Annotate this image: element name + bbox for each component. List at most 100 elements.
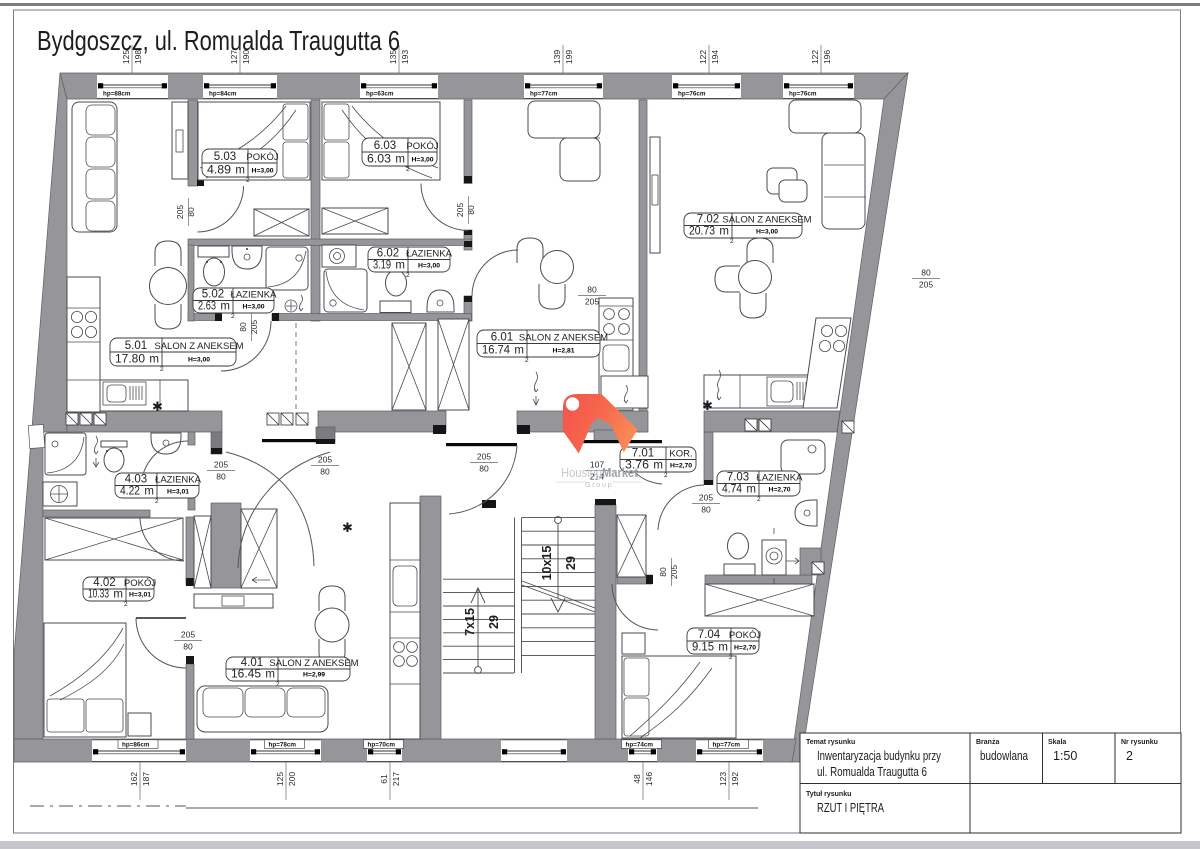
svg-text:POKÓJ: POKÓJ <box>729 630 761 641</box>
svg-text:m: m <box>746 484 756 496</box>
svg-text:budowlana: budowlana <box>980 749 1028 763</box>
svg-text:80: 80 <box>658 567 668 577</box>
svg-text:ŁAZIENKA: ŁAZIENKA <box>406 249 453 260</box>
svg-text:7.04: 7.04 <box>698 629 721 641</box>
svg-text:✱: ✱ <box>702 398 713 413</box>
svg-text:80: 80 <box>479 464 489 474</box>
svg-text:hp=77cm: hp=77cm <box>713 742 741 749</box>
svg-text:m: m <box>265 669 275 681</box>
svg-text:217: 217 <box>391 772 401 786</box>
svg-text:2: 2 <box>757 496 761 503</box>
svg-text:205: 205 <box>455 203 465 217</box>
svg-text:POKÓJ: POKÓJ <box>124 578 156 589</box>
svg-text:5.02: 5.02 <box>202 289 224 301</box>
svg-text:Branża: Branża <box>976 739 999 746</box>
svg-text:61: 61 <box>379 774 389 784</box>
svg-text:200: 200 <box>287 772 297 786</box>
svg-text:SALON Z ANEKSEM: SALON Z ANEKSEM <box>722 215 811 226</box>
svg-text:80: 80 <box>320 467 330 477</box>
svg-text:2: 2 <box>124 601 128 608</box>
svg-text:4.02: 4.02 <box>93 577 115 589</box>
svg-text:hp=63cm: hp=63cm <box>366 90 394 97</box>
svg-text:29: 29 <box>487 615 501 629</box>
svg-text:4.01: 4.01 <box>241 657 263 669</box>
svg-text:192: 192 <box>730 772 740 786</box>
svg-text:hp=88cm: hp=88cm <box>103 90 131 97</box>
svg-text:4.22: 4.22 <box>120 486 140 498</box>
svg-text:2: 2 <box>276 681 280 688</box>
svg-text:SALON Z ANEKSEM: SALON Z ANEKSEM <box>269 658 358 669</box>
svg-text:HousingMarket: HousingMarket <box>561 465 639 480</box>
svg-text:hp=84cm: hp=84cm <box>209 90 237 97</box>
svg-text:7.01: 7.01 <box>632 448 654 460</box>
svg-text:17.80: 17.80 <box>115 354 145 366</box>
svg-text:127: 127 <box>229 50 239 64</box>
svg-text:205: 205 <box>318 455 332 465</box>
svg-text:4.89: 4.89 <box>207 165 231 177</box>
svg-text:H=3,01: H=3,01 <box>167 489 189 496</box>
svg-text:2: 2 <box>231 313 235 320</box>
svg-text:139: 139 <box>552 50 562 64</box>
svg-text:6.03: 6.03 <box>374 140 396 152</box>
svg-text:Inwentaryzacja budynku przy: Inwentaryzacja budynku przy <box>817 749 942 763</box>
svg-text:7.03: 7.03 <box>727 472 749 484</box>
svg-text:10.33: 10.33 <box>88 589 109 601</box>
svg-text:SALON Z ANEKSEM: SALON Z ANEKSEM <box>519 333 608 344</box>
svg-text:205: 205 <box>919 280 933 290</box>
svg-text:205: 205 <box>249 320 259 334</box>
svg-text:H=3,00: H=3,00 <box>756 229 778 236</box>
svg-text:✱: ✱ <box>342 520 353 535</box>
svg-text:✱: ✱ <box>152 399 163 414</box>
svg-text:2: 2 <box>246 177 250 184</box>
svg-text:m: m <box>718 642 728 654</box>
svg-text:m: m <box>395 154 405 166</box>
svg-text:80: 80 <box>701 505 711 515</box>
svg-text:9.15: 9.15 <box>692 642 714 654</box>
svg-text:193: 193 <box>400 50 410 64</box>
svg-text:107: 107 <box>590 460 604 470</box>
svg-text:m: m <box>220 301 230 313</box>
svg-text:4.03: 4.03 <box>125 474 147 486</box>
svg-text:SALON Z ANEKSEM: SALON Z ANEKSEM <box>154 341 243 352</box>
svg-text:hp=86cm: hp=86cm <box>122 742 150 749</box>
svg-text:135: 135 <box>388 50 398 64</box>
svg-text:190: 190 <box>241 50 251 64</box>
svg-text:m: m <box>144 486 154 498</box>
svg-text:6.03: 6.03 <box>367 154 391 166</box>
svg-text:194: 194 <box>710 50 720 64</box>
svg-text:198: 198 <box>133 50 143 64</box>
svg-text:H=3,00: H=3,00 <box>242 304 264 311</box>
svg-text:m: m <box>149 354 159 366</box>
svg-text:m: m <box>395 260 405 272</box>
svg-text:5.01: 5.01 <box>125 340 147 352</box>
svg-text:16.74: 16.74 <box>482 345 511 357</box>
svg-text:80: 80 <box>238 322 248 332</box>
svg-text:H=3,00: H=3,00 <box>188 357 210 364</box>
svg-text:hp=76cm: hp=76cm <box>789 90 817 97</box>
svg-text:m: m <box>514 345 524 357</box>
svg-text:199: 199 <box>564 50 574 64</box>
svg-text:hp=70cm: hp=70cm <box>368 742 396 749</box>
svg-text:H=3,00: H=3,00 <box>418 263 440 270</box>
svg-text:m: m <box>653 460 663 472</box>
svg-text:123: 123 <box>718 772 728 786</box>
svg-text:H=3,00: H=3,00 <box>251 168 273 175</box>
svg-text:80: 80 <box>921 268 931 278</box>
svg-text:hp=74cm: hp=74cm <box>626 742 654 749</box>
svg-text:7x15: 7x15 <box>463 608 477 636</box>
svg-text:RZUT I PIĘTRA: RZUT I PIĘTRA <box>817 801 884 815</box>
svg-text:162: 162 <box>129 772 139 786</box>
svg-text:80: 80 <box>587 285 597 295</box>
svg-text:Nr rysunku: Nr rysunku <box>1121 739 1158 746</box>
svg-text:2: 2 <box>160 366 164 373</box>
svg-text:80: 80 <box>466 205 476 215</box>
svg-text:Skala: Skala <box>1048 739 1066 746</box>
svg-text:ul. Romualda Traugutta 6: ul. Romualda Traugutta 6 <box>817 765 927 779</box>
svg-text:H=2,70: H=2,70 <box>734 645 756 652</box>
svg-text:29: 29 <box>564 556 578 570</box>
svg-text:205: 205 <box>175 205 185 219</box>
svg-text:196: 196 <box>822 50 832 64</box>
svg-text:16.45: 16.45 <box>231 669 261 681</box>
svg-text:214: 214 <box>590 472 604 482</box>
svg-text:2: 2 <box>1126 749 1133 763</box>
